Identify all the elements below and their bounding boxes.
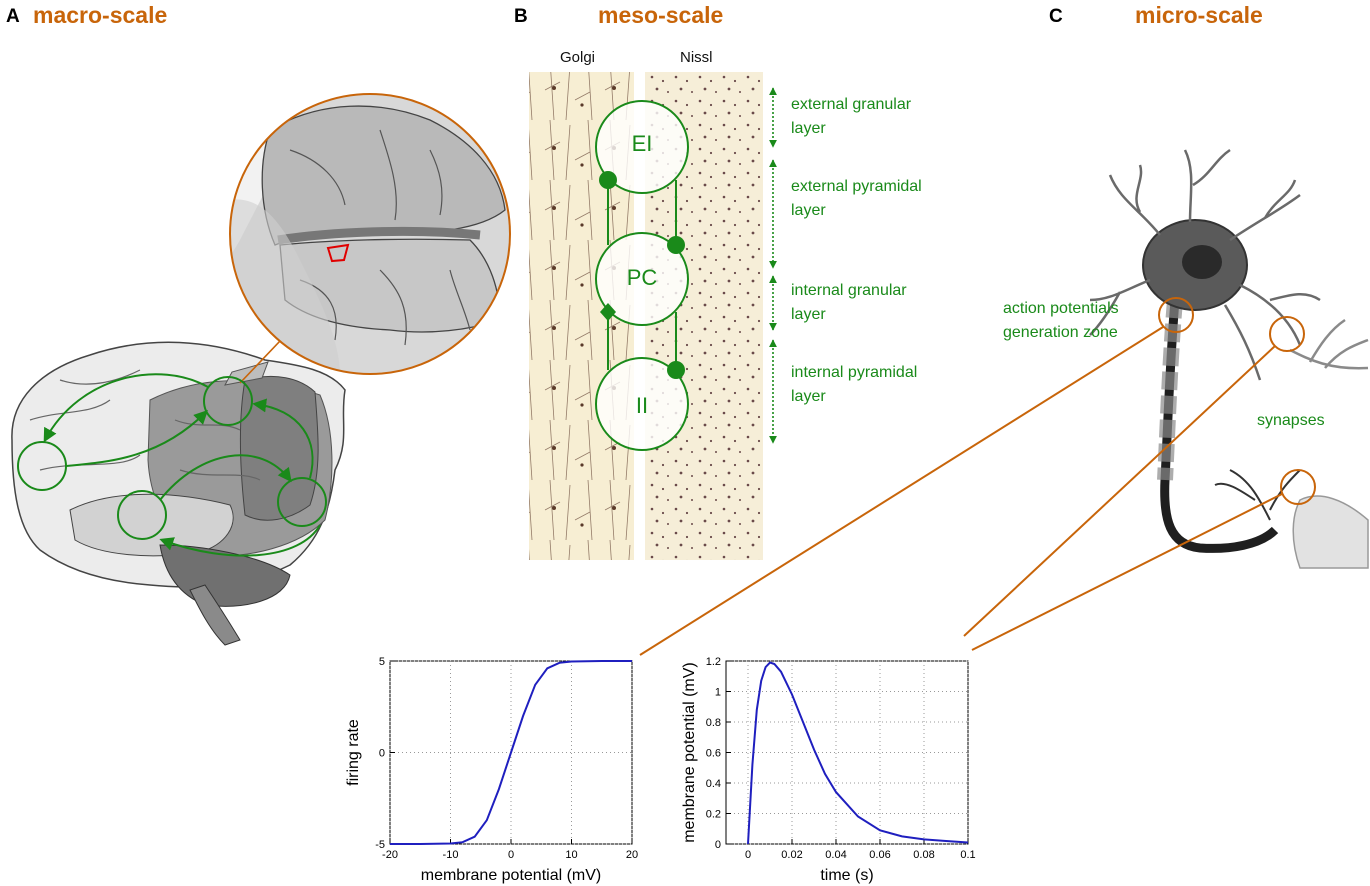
layer-internal-granular: internal granular layer <box>791 279 907 327</box>
series-line <box>390 660 632 845</box>
panel-a-letter: A <box>6 6 20 27</box>
y-tick-label: 1.2 <box>706 656 721 668</box>
meso-circuit <box>595 100 689 451</box>
node-ei-label: EI <box>631 131 653 156</box>
ap-zone-line-2: generation zone <box>1003 324 1118 341</box>
y-tick-label: 5 <box>379 656 385 668</box>
layer-external-granular: external granular layer <box>791 93 911 141</box>
x-tick-label: 0 <box>745 849 751 861</box>
synapses-label: synapses <box>1257 412 1325 429</box>
x-tick-label: -20 <box>382 849 398 861</box>
layer-line-2: layer <box>791 306 826 323</box>
layer-line-1: internal pyramidal <box>791 364 918 381</box>
roi-marker <box>326 243 350 263</box>
x-tick-label: 0.02 <box>781 849 802 861</box>
node-pc-label: PC <box>626 265 658 290</box>
x-tick-label: 0.08 <box>913 849 934 861</box>
layer-line-2: layer <box>791 120 826 137</box>
layer-line-1: external pyramidal <box>791 178 922 195</box>
series-line <box>747 661 969 845</box>
micro-markers <box>639 297 1316 656</box>
layer-external-pyramidal: external pyramidal layer <box>791 175 922 223</box>
ap-zone-label: action potentials generation zone <box>1003 297 1119 345</box>
y-tick-label: -5 <box>375 839 385 851</box>
y-tick-label: 0.6 <box>706 748 721 760</box>
x-tick-label: 0.1 <box>960 849 975 861</box>
x-tick-label: 0.04 <box>825 849 846 861</box>
ap-zone-line-1: action potentials <box>1003 300 1119 317</box>
x-tick-label: -10 <box>443 849 459 861</box>
network-overlay <box>17 373 327 557</box>
x-tick-label: 20 <box>626 849 638 861</box>
y-tick-label: 1 <box>715 687 721 699</box>
node-ii-label: II <box>635 393 649 418</box>
y-axis-label: membrane potential (mV) <box>681 662 698 843</box>
zoom-inset <box>229 93 511 375</box>
x-axis-label: membrane potential (mV) <box>421 867 602 884</box>
panel-b-letter: B <box>514 6 528 27</box>
y-tick-label: 0 <box>379 748 385 760</box>
sigmoid-chart: -20 -10 0 10 20 -5 0 5 membrane potential (mV) fi… <box>345 656 638 884</box>
y-tick-label: 0.8 <box>706 717 721 729</box>
synapse-circle-2 <box>1280 469 1316 505</box>
nissl-label: Nissl <box>680 49 713 66</box>
x-tick-label: 10 <box>565 849 577 861</box>
layer-line-1: external granular <box>791 96 912 113</box>
layer-line-2: layer <box>791 388 826 405</box>
panel-c-title: micro-scale <box>1135 2 1263 28</box>
y-tick-label: 0.4 <box>706 778 721 790</box>
layer-internal-pyramidal: internal pyramidal layer <box>791 361 917 409</box>
neuron-illustration <box>1089 148 1369 569</box>
x-tick-label: 0 <box>508 849 514 861</box>
psp-chart: 0 0.02 0.04 0.06 0.08 0.1 0 0.2 0.4 0.6 0.8 1 1.2 tim… <box>681 656 976 884</box>
synapse-circle-1 <box>1269 316 1305 352</box>
golgi-label: Golgi <box>560 49 596 66</box>
x-axis-label: time (s) <box>820 867 873 884</box>
panel-b-title: meso-scale <box>598 2 724 28</box>
ap-zone-circle <box>1158 297 1194 333</box>
y-tick-label: 0 <box>715 839 721 851</box>
y-tick-label: 0.2 <box>706 809 721 821</box>
brain-illustration <box>11 341 346 646</box>
panel-c-letter: C <box>1049 6 1063 27</box>
layer-line-2: layer <box>791 202 826 219</box>
layer-line-1: internal granular <box>791 282 907 299</box>
x-tick-label: 0.06 <box>869 849 890 861</box>
panel-a-title: macro-scale <box>33 2 168 28</box>
y-axis-label: firing rate <box>345 719 362 786</box>
